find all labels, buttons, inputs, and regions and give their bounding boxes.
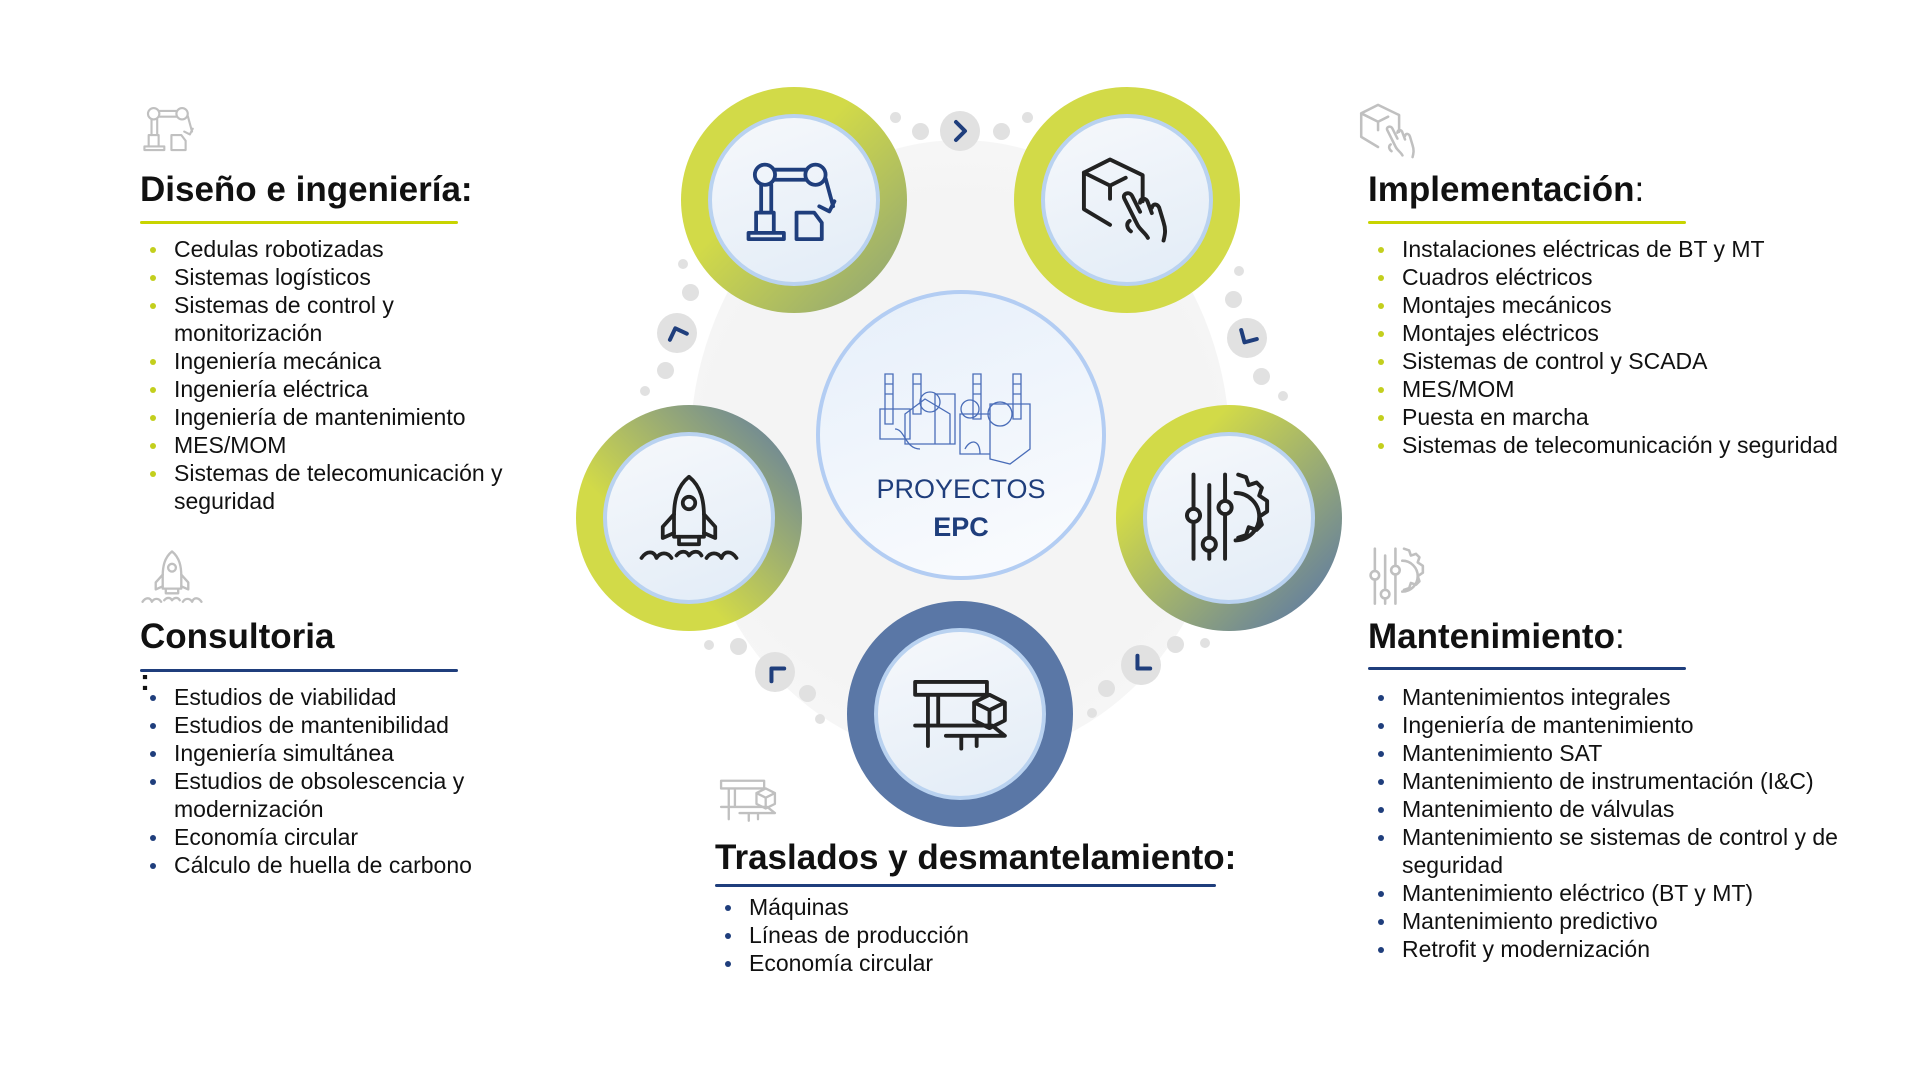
chevron-downleft-icon (1121, 645, 1161, 685)
list-item: Mantenimiento SAT (1368, 739, 1873, 767)
sliders-gear-icon (1369, 547, 1425, 605)
list-item: Cedulas robotizadas (140, 235, 540, 263)
title-underline (140, 221, 458, 224)
list-item: Puesta en marcha (1368, 403, 1868, 431)
node-implementacion (1014, 87, 1240, 313)
connector-dot (1278, 391, 1288, 401)
center-epc-node: PROYECTOS EPC (816, 290, 1106, 580)
section-title-mantenimiento: Mantenimiento: (1368, 617, 1625, 657)
center-title-line2: EPC (933, 512, 989, 542)
connector-dot (1225, 291, 1242, 308)
connector-dot (912, 123, 929, 140)
section-title-traslados: Traslados y desmantelamiento: (715, 838, 1237, 877)
list-item: Líneas de producción (715, 921, 1115, 949)
chevron-right-icon (940, 111, 980, 151)
box-hand-icon (1359, 103, 1415, 159)
caliper-box-icon (719, 779, 777, 822)
list-item: Estudios de viabilidad (140, 683, 540, 711)
list-item: Ingeniería de mantenimiento (1368, 711, 1873, 739)
list-item: Cálculo de huella de carbono (140, 851, 540, 879)
node-traslados (847, 601, 1073, 827)
connector-dot (993, 123, 1010, 140)
connector-dot (1253, 368, 1270, 385)
section-title-consultoria: Consultoria (140, 617, 335, 656)
list-item: Máquinas (715, 893, 1115, 921)
title-underline (1368, 221, 1686, 224)
industrial-plant-icon (879, 373, 1031, 465)
list-item: Cuadros eléctricos (1368, 263, 1868, 291)
connector-dot (1087, 708, 1097, 718)
list-item: Instalaciones eléctricas de BT y MT (1368, 235, 1868, 263)
list-item: Estudios de obsolescencia y modernizació… (140, 767, 540, 823)
list-item: Mantenimiento eléctrico (BT y MT) (1368, 879, 1873, 907)
list-item: MES/MOM (1368, 375, 1868, 403)
list-item: Ingeniería de mantenimiento (140, 403, 540, 431)
list-item: Sistemas logísticos (140, 263, 540, 291)
connector-dot (1022, 112, 1033, 123)
list-item: Retrofit y modernización (1368, 935, 1873, 963)
connector-dot (1098, 680, 1115, 697)
robot-arm-icon (143, 107, 194, 152)
connector-dot (640, 386, 650, 396)
section-title-implementacion: Implementación: (1368, 170, 1644, 210)
list-diseno: Cedulas robotizadas Sistemas logísticos … (140, 235, 540, 515)
section-colon: : (140, 664, 150, 697)
list-item: Estudios de mantenibilidad (140, 711, 540, 739)
connector-dot (1200, 638, 1210, 648)
node-consultoria (576, 405, 802, 631)
center-title-line1: PROYECTOS (876, 474, 1046, 504)
list-item: Mantenimiento de instrumentación (I&C) (1368, 767, 1873, 795)
section-title-diseno: Diseño e ingeniería: (140, 170, 473, 209)
list-item: Ingeniería simultánea (140, 739, 540, 767)
list-item: Mantenimiento de válvulas (1368, 795, 1873, 823)
list-item: Montajes eléctricos (1368, 319, 1868, 347)
title-colon: : (1634, 170, 1645, 209)
connector-dot (890, 112, 901, 123)
list-item: Ingeniería eléctrica (140, 375, 540, 403)
connector-dot (815, 714, 825, 724)
list-item: Sistemas de control y SCADA (1368, 347, 1868, 375)
sliders-gear-icon (1184, 472, 1270, 561)
list-traslados: Máquinas Líneas de producción Economía c… (715, 893, 1115, 977)
connector-dot (1234, 266, 1244, 276)
caliper-box-icon (913, 680, 1007, 751)
list-item: Montajes mecánicos (1368, 291, 1868, 319)
list-item: Mantenimientos integrales (1368, 683, 1873, 711)
list-mantenimiento: Mantenimientos integrales Ingeniería de … (1368, 683, 1873, 963)
title-underline (715, 884, 1216, 887)
box-hand-icon (1081, 157, 1168, 243)
chevron-down-icon (1227, 318, 1267, 358)
title-underline (1368, 667, 1686, 670)
list-item: Mantenimiento se sistemas de control y d… (1368, 823, 1873, 879)
node-mantenimiento (1116, 405, 1342, 631)
title-text: Implementación (1368, 170, 1635, 209)
rocket-icon (639, 474, 739, 560)
list-item: Sistemas de telecomunicación y seguridad (1368, 431, 1868, 459)
connector-dot (678, 259, 688, 269)
connector-dot (657, 362, 674, 379)
chevron-up-icon (657, 313, 697, 353)
list-implementacion: Instalaciones eléctricas de BT y MT Cuad… (1368, 235, 1868, 459)
list-item: Economía circular (715, 949, 1115, 977)
robot-arm-icon (746, 162, 837, 242)
list-item: Sistemas de telecomunicación y seguridad (140, 459, 540, 515)
list-item: Mantenimiento predictivo (1368, 907, 1873, 935)
connector-dot (799, 685, 816, 702)
title-underline (140, 669, 458, 672)
list-item: Sistemas de control y monitorización (140, 291, 540, 347)
title-text: Mantenimiento (1368, 617, 1615, 656)
title-colon: : (1614, 617, 1625, 656)
node-diseno (681, 87, 907, 313)
chevron-upleft-icon (755, 652, 795, 692)
connector-dot (704, 640, 714, 650)
list-item: MES/MOM (140, 431, 540, 459)
list-consultoria: Estudios de viabilidad Estudios de mante… (140, 683, 540, 879)
list-item: Economía circular (140, 823, 540, 851)
connector-dot (682, 284, 699, 301)
rocket-icon (141, 550, 203, 603)
connector-dot (730, 638, 747, 655)
list-item: Ingeniería mecánica (140, 347, 540, 375)
connector-dot (1167, 636, 1184, 653)
